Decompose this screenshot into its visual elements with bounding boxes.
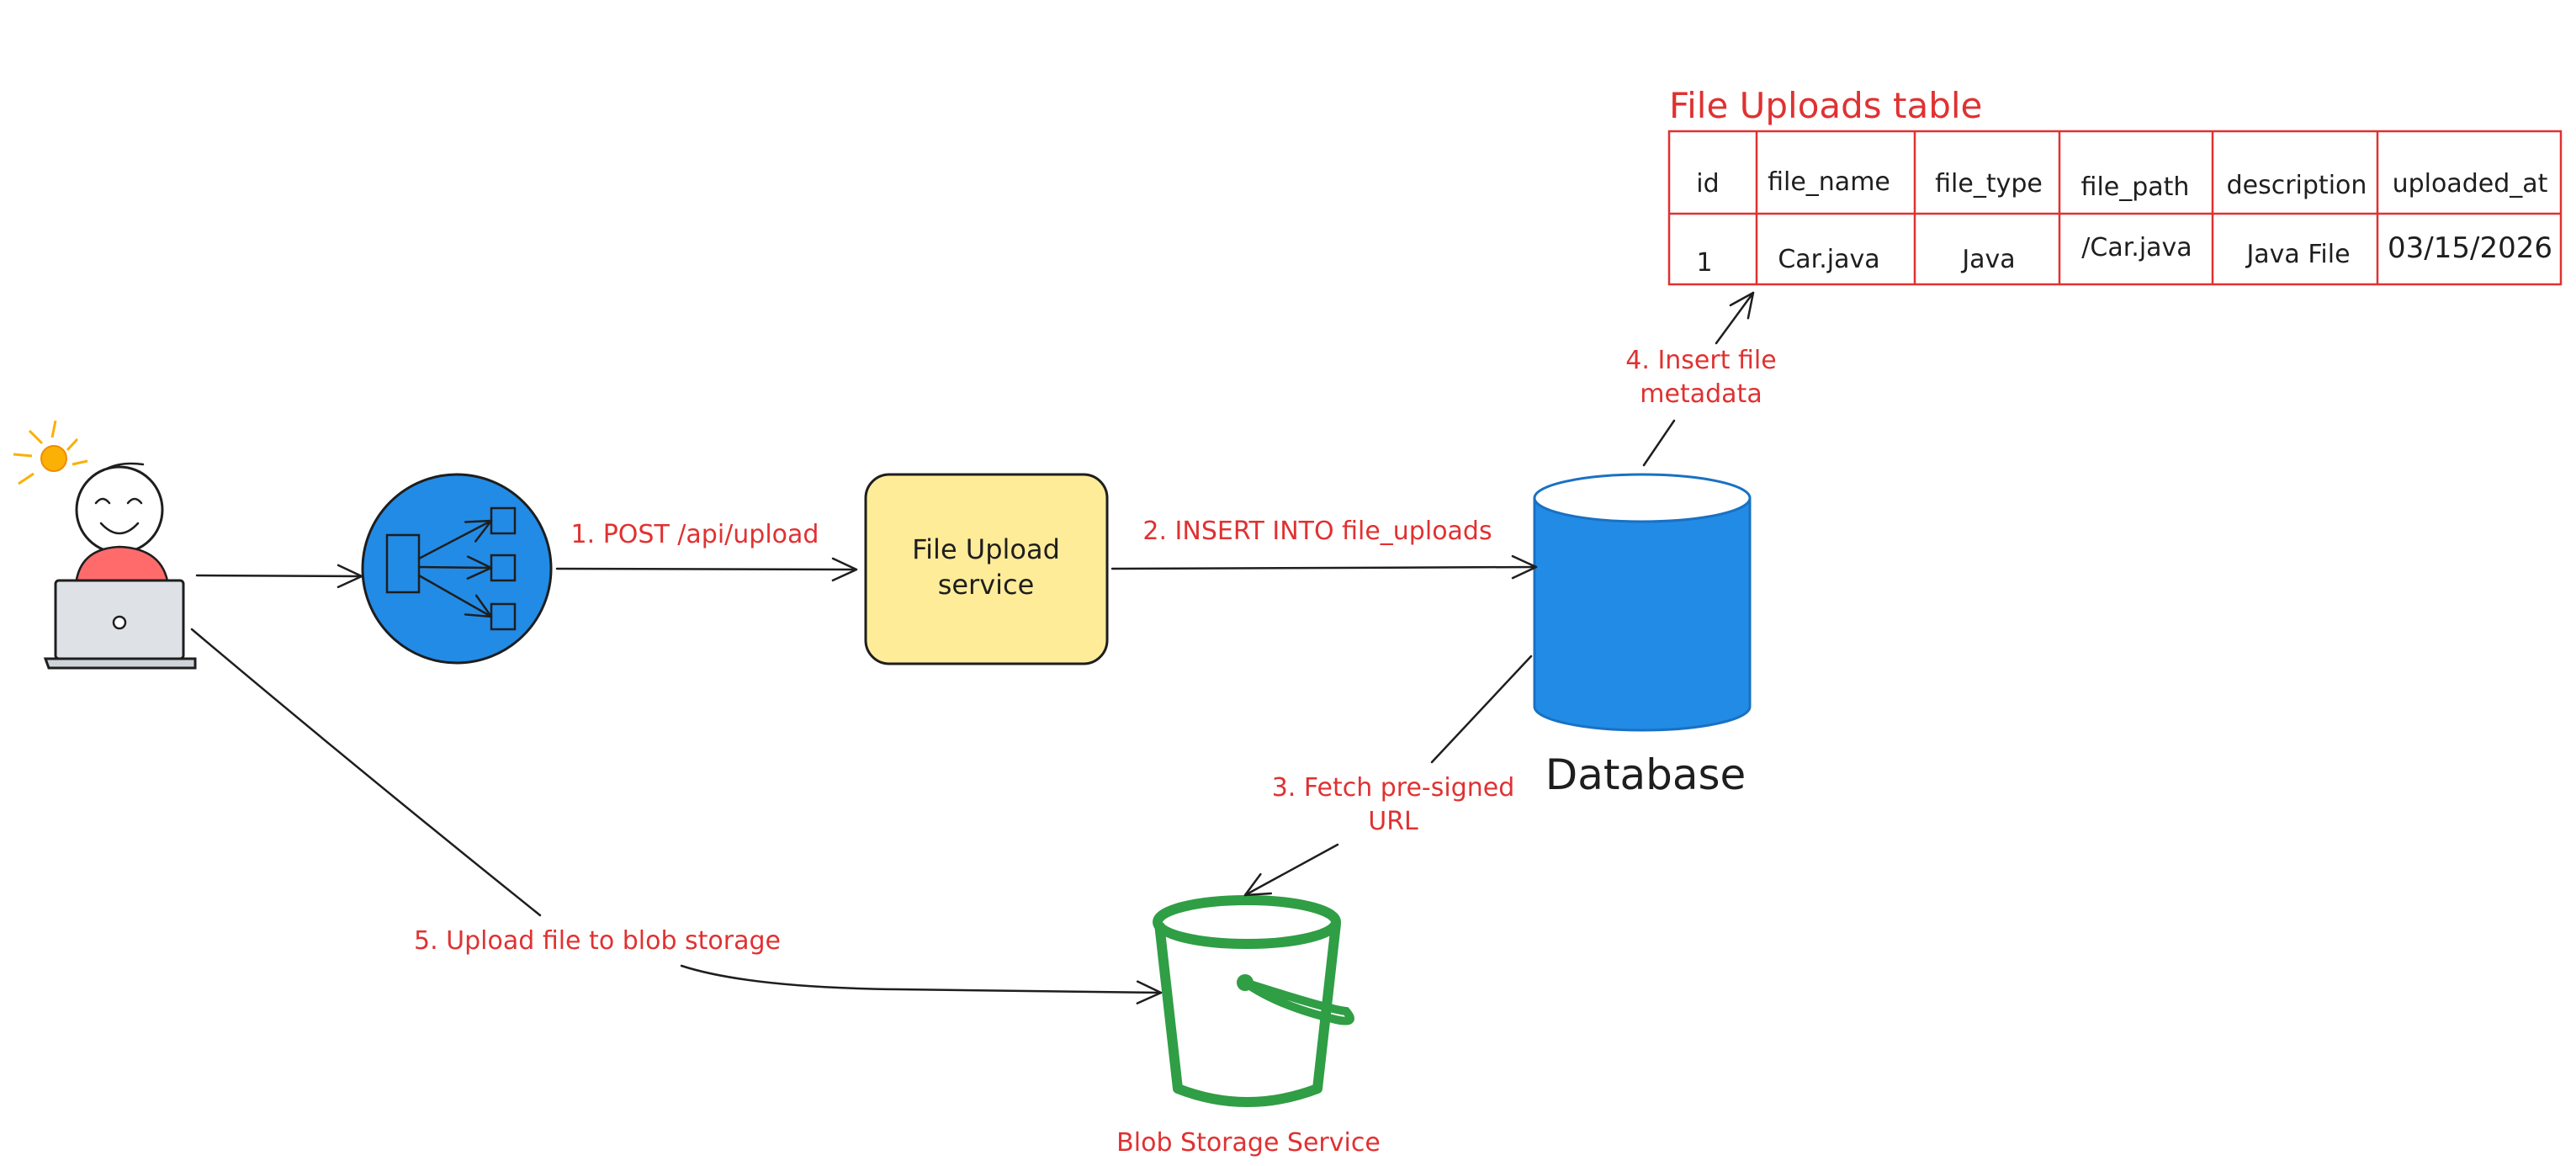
- bucket-icon: [1153, 895, 1354, 1107]
- table-cell-file-path: /Car.java: [2081, 233, 2192, 262]
- edge-db-to-table: [1642, 293, 1753, 467]
- table-header-file-path: file_path: [2081, 172, 2190, 202]
- table-header-uploaded-at: uploaded_at: [2393, 169, 2548, 199]
- edge-label-insert-metadata-2: metadata: [1640, 379, 1762, 409]
- table-cell-file-type: Java: [1960, 245, 2015, 274]
- edge-label-insert-into: 2. INSERT INTO file_uploads: [1142, 517, 1492, 546]
- edge-user-to-blob-a: [190, 628, 542, 917]
- table-cell-uploaded-at: 03/15/2026: [2388, 231, 2552, 265]
- database-cylinder-icon: [1533, 473, 1752, 732]
- edge-label-fetch-presigned-1: 3. Fetch pre-signed: [1272, 773, 1515, 803]
- service-label-line1: File Upload: [912, 533, 1060, 565]
- table-header-file-name: file_name: [1768, 167, 1890, 197]
- load-balancer-icon: [361, 473, 553, 665]
- table-cell-file-name: Car.java: [1778, 245, 1879, 274]
- database-label: Database: [1545, 750, 1746, 799]
- edge-user-to-blob-b: [680, 964, 1163, 1004]
- user-with-laptop-icon: [13, 420, 197, 670]
- edge-service-to-db: [1110, 554, 1538, 580]
- edge-label-post-upload: 1. POST /api/upload: [571, 520, 819, 549]
- service-label-line2: service: [938, 569, 1035, 601]
- blob-storage-label: Blob Storage Service: [1116, 1128, 1381, 1158]
- edge-db-to-blob: [1245, 655, 1533, 895]
- lightbulb-icon: [13, 420, 88, 485]
- edge-label-fetch-presigned-2: URL: [1368, 807, 1418, 836]
- table-header-id: id: [1696, 169, 1719, 199]
- file-uploads-table: File Uploads table id file_name file_typ…: [1667, 85, 2563, 286]
- edge-label-upload-blob: 5. Upload file to blob storage: [414, 926, 781, 956]
- edge-lb-to-service: [555, 557, 858, 582]
- table-cell-description: Java File: [2245, 240, 2350, 269]
- table-header-description: description: [2227, 171, 2367, 200]
- file-upload-service-node: File Upload service: [864, 473, 1109, 665]
- table-cell-id: 1: [1696, 248, 1712, 278]
- table-title: File Uploads table: [1669, 85, 1982, 126]
- edge-label-insert-metadata-1: 4. Insert file: [1625, 346, 1776, 375]
- table-header-file-type: file_type: [1935, 169, 2043, 199]
- edge-user-to-lb: [195, 564, 363, 589]
